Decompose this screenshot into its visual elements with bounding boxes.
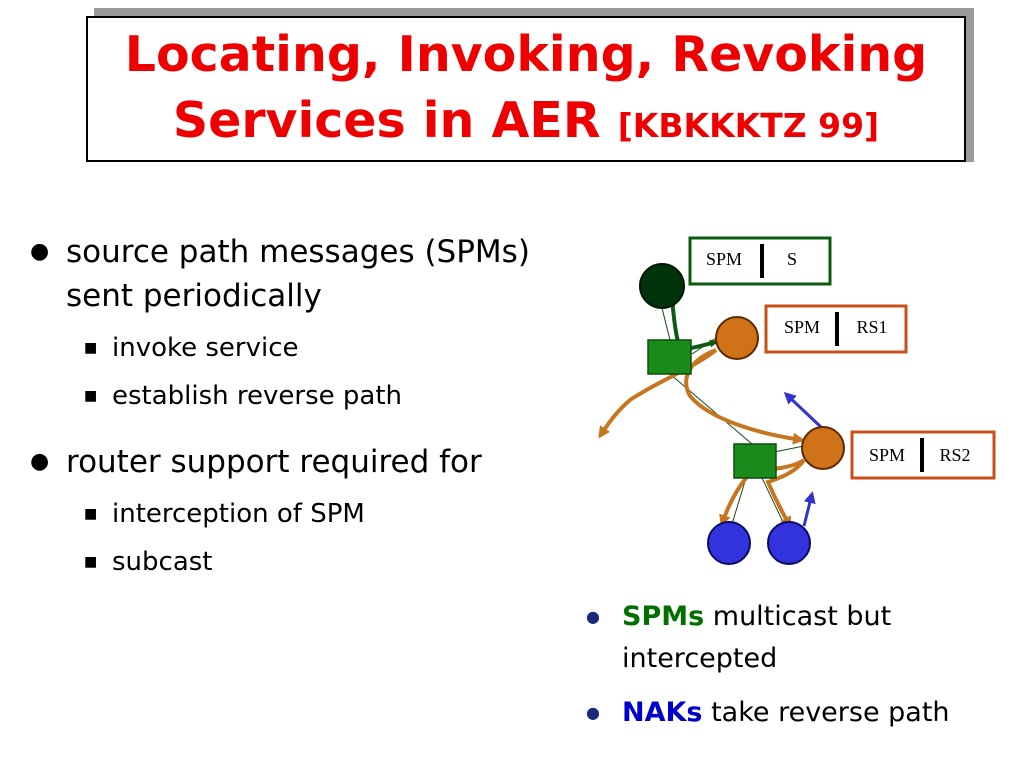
bullet-text: router support required for xyxy=(66,444,482,480)
spm-arrow-rs2-right xyxy=(765,458,806,529)
sub-bullet-text: establish reverse path xyxy=(112,381,403,411)
right-bullet-list: ● SPMs multicast but intercepted ● NAKs ta… xyxy=(578,596,1018,746)
bullet-item: ● NAKs take reverse path xyxy=(578,692,1018,734)
spm-value: RS2 xyxy=(939,445,970,465)
bullet-item: ● source path messages (SPMs) sent period… xyxy=(30,230,550,318)
bullet-item: ● router support required for xyxy=(30,440,550,484)
bullet-dot-icon: ● xyxy=(586,607,600,626)
keyword-spms: SPMs xyxy=(622,601,705,632)
title-line-2: Services in AER [KBKKKTZ 99] xyxy=(88,88,964,159)
sub-bullet-item: ■ subcast xyxy=(30,538,550,586)
spm-tag: SPM xyxy=(784,317,820,337)
keyword-naks: NAKs xyxy=(622,697,703,728)
nak-arrow-receiver xyxy=(802,491,816,527)
repair-server-node-rs1 xyxy=(715,316,759,360)
spm-tag: SPM xyxy=(869,445,905,465)
sub-bullet-item: ■ establish reverse path xyxy=(30,372,550,420)
receiver-node-left xyxy=(707,521,751,565)
sub-bullet-text: invoke service xyxy=(112,333,299,363)
source-node xyxy=(639,263,685,309)
spm-label-rs2: SPM RS2 xyxy=(850,430,996,480)
bullet-text: take reverse path xyxy=(702,697,950,728)
bullet-item: ● SPMs multicast but intercepted xyxy=(578,596,1018,680)
title-line-1: Locating, Invoking, Revoking xyxy=(124,26,928,83)
spm-value: RS1 xyxy=(856,317,887,337)
sub-bullet-item: ■ invoke service xyxy=(30,324,550,372)
repair-server-node-rs2 xyxy=(801,426,845,470)
bullet-dot-icon: ● xyxy=(586,703,600,722)
bullet-text: source path messages (SPMs) sent periodi… xyxy=(66,234,530,314)
title-box: Locating, Invoking, Revoking Services in… xyxy=(86,16,966,162)
nak-arrow-rs2 xyxy=(783,391,824,430)
sub-bullet-item: ■ interception of SPM xyxy=(30,490,550,538)
bullet-dot-icon: ● xyxy=(30,449,50,474)
receiver-node-right xyxy=(767,521,811,565)
spm-value: S xyxy=(787,249,797,269)
sub-bullet-text: subcast xyxy=(112,547,213,577)
left-bullet-list: ● source path messages (SPMs) sent period… xyxy=(30,230,550,586)
bullet-dot-icon: ● xyxy=(30,239,50,264)
square-bullet-icon: ■ xyxy=(84,388,98,404)
spm-label-rs1: SPM RS1 xyxy=(764,304,908,354)
router-lower xyxy=(733,443,777,479)
sub-bullet-text: interception of SPM xyxy=(112,499,365,529)
bullet-text: multicast but intercepted xyxy=(622,601,892,674)
square-bullet-icon: ■ xyxy=(84,506,98,522)
square-bullet-icon: ■ xyxy=(84,340,98,356)
title-citation: [KBKKKTZ 99] xyxy=(617,106,880,145)
spm-label-s: SPM S xyxy=(688,236,832,286)
router-upper xyxy=(647,339,692,375)
spm-arrow-rs1-down xyxy=(684,348,805,445)
title-main: Services in AER xyxy=(172,92,601,149)
spm-tag: SPM xyxy=(706,249,742,269)
square-bullet-icon: ■ xyxy=(84,554,98,570)
